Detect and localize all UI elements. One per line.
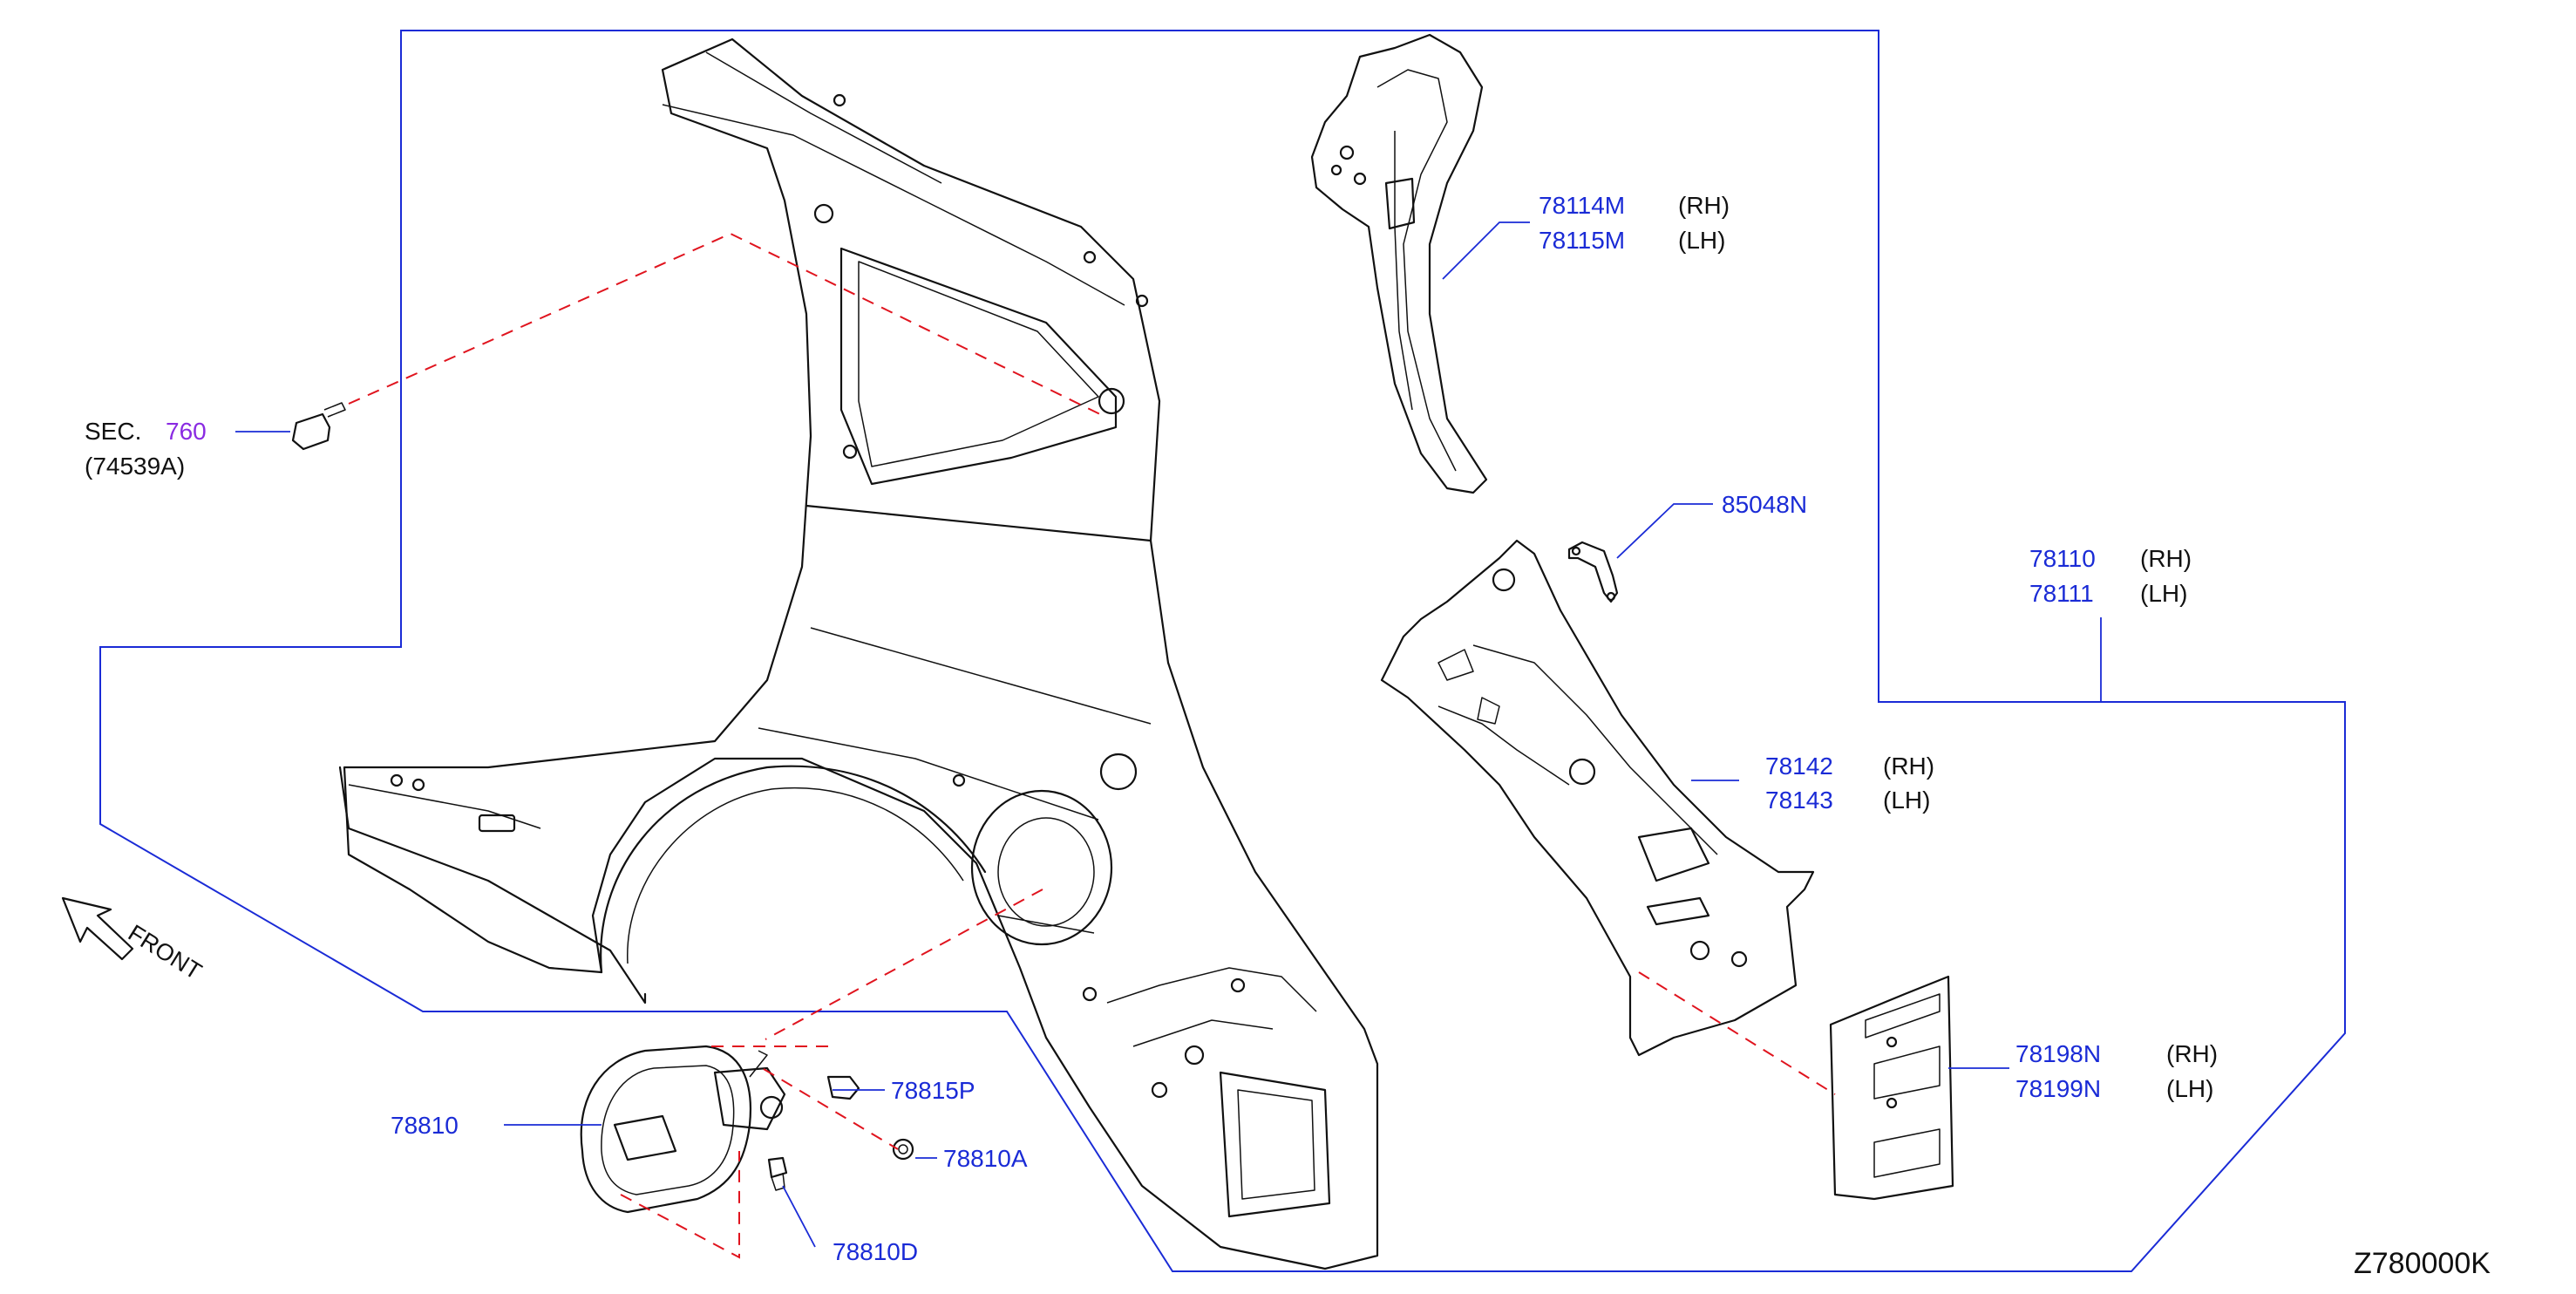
clip-78815p xyxy=(826,1075,860,1100)
part-78115m[interactable]: 78115M xyxy=(1539,227,1625,254)
part-78114m[interactable]: 78114M xyxy=(1539,192,1625,219)
side-78110: (RH) xyxy=(2140,545,2192,572)
part-78810d[interactable]: 78810D xyxy=(833,1238,918,1265)
front-label: FRONT xyxy=(124,920,207,985)
part-78815p[interactable]: 78815P xyxy=(891,1077,975,1104)
fuel-filler-lid-78810 xyxy=(580,1045,786,1214)
sec-sub-part: (74539A) xyxy=(85,453,185,480)
diagram-code: Z780000K xyxy=(2354,1247,2491,1280)
wheelhouse-inner-78142 xyxy=(1380,539,1815,1057)
side-78114m: (RH) xyxy=(1678,192,1730,219)
part-78110[interactable]: 78110 xyxy=(2029,545,2096,572)
sec-number-link[interactable]: 760 xyxy=(166,418,207,445)
pillar-reinforcement-78114m xyxy=(1310,33,1488,494)
callout-leaders xyxy=(235,221,2102,1248)
assembly-boundary xyxy=(99,30,2346,1272)
part-78142[interactable]: 78142 xyxy=(1765,753,1833,780)
side-78142: (RH) xyxy=(1883,753,1934,780)
part-78199n[interactable]: 78199N xyxy=(2015,1075,2101,1102)
front-arrow-icon xyxy=(61,896,134,961)
part-78810[interactable]: 78810 xyxy=(391,1112,459,1139)
rear-fender-panel xyxy=(338,37,1379,1270)
side-78199n: (LH) xyxy=(2166,1075,2213,1102)
bolt-74539a xyxy=(291,402,346,451)
assembly-leader-lines xyxy=(348,232,1836,1259)
bracket-85048n xyxy=(1567,541,1619,603)
part-78111[interactable]: 78111 xyxy=(2029,580,2094,607)
part-78198n[interactable]: 78198N xyxy=(2015,1040,2101,1067)
part-78143[interactable]: 78143 xyxy=(1765,787,1833,814)
sec-prefix: SEC. xyxy=(85,418,141,445)
side-78115m: (LH) xyxy=(1678,227,1725,254)
extension-panel-78198n xyxy=(1829,975,1954,1201)
side-78198n: (RH) xyxy=(2166,1040,2218,1067)
grommet-78810d xyxy=(767,1156,788,1191)
screw-78810a xyxy=(892,1138,914,1161)
part-78810a[interactable]: 78810A xyxy=(943,1145,1028,1172)
part-85048n[interactable]: 85048N xyxy=(1722,491,1807,518)
side-78143: (LH) xyxy=(1883,787,1930,814)
side-78111: (LH) xyxy=(2140,580,2187,607)
